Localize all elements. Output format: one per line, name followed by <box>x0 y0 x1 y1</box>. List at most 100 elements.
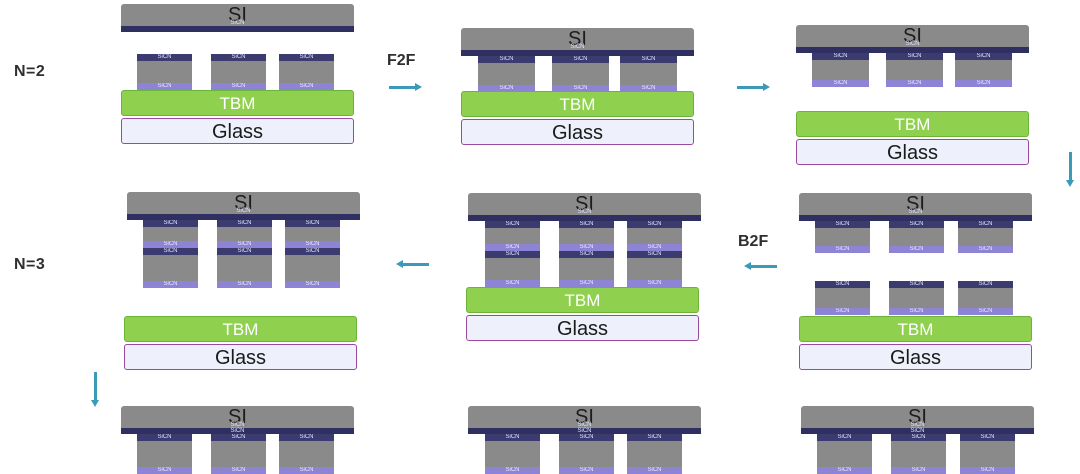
die-sicn-top: SiCN <box>279 434 334 441</box>
die-sicn-bottom: SiCN <box>552 85 609 92</box>
die-sicn-bottom: SiCN <box>478 85 535 92</box>
die-sicn-top: SiCN <box>137 54 192 61</box>
tbm-layer: TBM <box>121 90 354 116</box>
die-silicon <box>211 61 266 83</box>
die-sicn-top: SiCN <box>485 251 540 258</box>
glass-layer: Glass <box>466 315 699 341</box>
die-sicn-bottom: SiCN <box>891 467 946 474</box>
die-sicn-top: SiCN <box>886 53 943 60</box>
die-sicn-top: SiCN <box>211 434 266 441</box>
die-sicn-top: SiCN <box>627 434 682 441</box>
die-silicon <box>485 258 540 280</box>
die-sicn-top: SiCN <box>211 54 266 61</box>
arrow-shaft <box>737 86 763 89</box>
die-silicon <box>217 255 272 281</box>
die-sicn-bottom: SiCN <box>217 241 272 248</box>
arrow-shaft <box>389 86 415 89</box>
die-sicn-top: SiCN <box>478 56 535 63</box>
die-silicon <box>485 228 540 244</box>
die-sicn-bottom: SiCN <box>485 467 540 474</box>
die-sicn-top: SiCN <box>817 434 872 441</box>
tbm-layer: TBM <box>124 316 357 342</box>
die-silicon <box>627 228 682 244</box>
die-sicn-top: SiCN <box>960 434 1015 441</box>
die-sicn-bottom: SiCN <box>815 308 870 315</box>
die-sicn-bottom: SiCN <box>889 246 944 253</box>
die-sicn-top: SiCN <box>958 221 1013 228</box>
die-silicon <box>559 441 614 467</box>
si-sicn-label: SiCN <box>577 209 592 215</box>
die-sicn-top: SiCN <box>812 53 869 60</box>
die-silicon <box>886 60 943 80</box>
si-layer: SI <box>796 25 1029 47</box>
die-sicn-bottom: SiCN <box>279 467 334 474</box>
si-bottom-bond-layer <box>796 47 1029 53</box>
si-sicn-label: SiCN <box>230 422 245 428</box>
step-label-f2f: F2F <box>387 52 416 69</box>
die-sicn-bottom: SiCN <box>211 83 266 90</box>
die-silicon <box>889 228 944 246</box>
die-sicn-bottom: SiCN <box>817 467 872 474</box>
die-sicn-top: SiCN <box>485 221 540 228</box>
arrow-head-icon <box>763 83 770 91</box>
die-sicn-bottom: SiCN <box>886 80 943 87</box>
die-sicn-top: SiCN <box>627 221 682 228</box>
arrow-shaft <box>1069 152 1072 180</box>
die-sicn-top: SiCN <box>955 53 1012 60</box>
si-layer: SI <box>468 406 701 428</box>
die-sicn-bottom: SiCN <box>960 467 1015 474</box>
die-silicon <box>211 441 266 467</box>
si-sicn-label: SiCN <box>570 44 585 50</box>
die-silicon <box>960 441 1015 467</box>
die-sicn-bottom: SiCN <box>485 244 540 251</box>
die-sicn-top: SiCN <box>137 434 192 441</box>
die-sicn-bottom: SiCN <box>279 83 334 90</box>
die-sicn-bottom: SiCN <box>812 80 869 87</box>
die-silicon <box>285 255 340 281</box>
die-silicon <box>815 288 870 308</box>
die-sicn-top: SiCN <box>559 434 614 441</box>
die-sicn-bottom: SiCN <box>955 80 1012 87</box>
die-sicn-top: SiCN <box>559 221 614 228</box>
si-sicn-label: SiCN <box>905 41 920 47</box>
row-label-n2: N=2 <box>14 63 46 80</box>
die-sicn-top: SiCN <box>891 434 946 441</box>
si-bottom-bond-layer <box>468 215 701 221</box>
arrow-shaft <box>403 263 429 266</box>
arrow-head-icon <box>415 83 422 91</box>
die-sicn-top: SiCN <box>620 56 677 63</box>
die-sicn-bottom: SiCN <box>958 246 1013 253</box>
arrow-shaft <box>94 372 97 400</box>
die-silicon <box>137 441 192 467</box>
die-sicn-top: SiCN <box>217 220 272 227</box>
die-sicn-bottom: SiCN <box>627 467 682 474</box>
glass-layer: Glass <box>461 119 694 145</box>
die-sicn-bottom: SiCN <box>143 241 198 248</box>
die-sicn-top: SiCN <box>815 281 870 288</box>
die-sicn-bottom: SiCN <box>137 467 192 474</box>
die-sicn-top: SiCN <box>559 251 614 258</box>
si-layer: SI <box>127 192 360 214</box>
si-sicn-label: SiCN <box>236 208 251 214</box>
die-sicn-top: SiCN <box>958 281 1013 288</box>
glass-layer: Glass <box>121 118 354 144</box>
si-layer: SI <box>121 406 354 428</box>
die-silicon <box>143 255 198 281</box>
die-silicon <box>485 441 540 467</box>
die-sicn-bottom: SiCN <box>958 308 1013 315</box>
die-silicon <box>889 288 944 308</box>
die-silicon <box>627 258 682 280</box>
die-silicon <box>559 258 614 280</box>
die-sicn-top: SiCN <box>889 281 944 288</box>
step-label-b2f: B2F <box>738 233 769 250</box>
die-sicn-bottom: SiCN <box>815 246 870 253</box>
die-sicn-top: SiCN <box>143 248 198 255</box>
die-sicn-bottom: SiCN <box>627 280 682 287</box>
die-sicn-bottom: SiCN <box>485 280 540 287</box>
die-sicn-bottom: SiCN <box>137 83 192 90</box>
die-sicn-bottom: SiCN <box>559 244 614 251</box>
die-silicon <box>552 63 609 85</box>
si-bottom-bond-layer <box>799 215 1032 221</box>
die-sicn-top: SiCN <box>485 434 540 441</box>
die-sicn-top: SiCN <box>217 248 272 255</box>
